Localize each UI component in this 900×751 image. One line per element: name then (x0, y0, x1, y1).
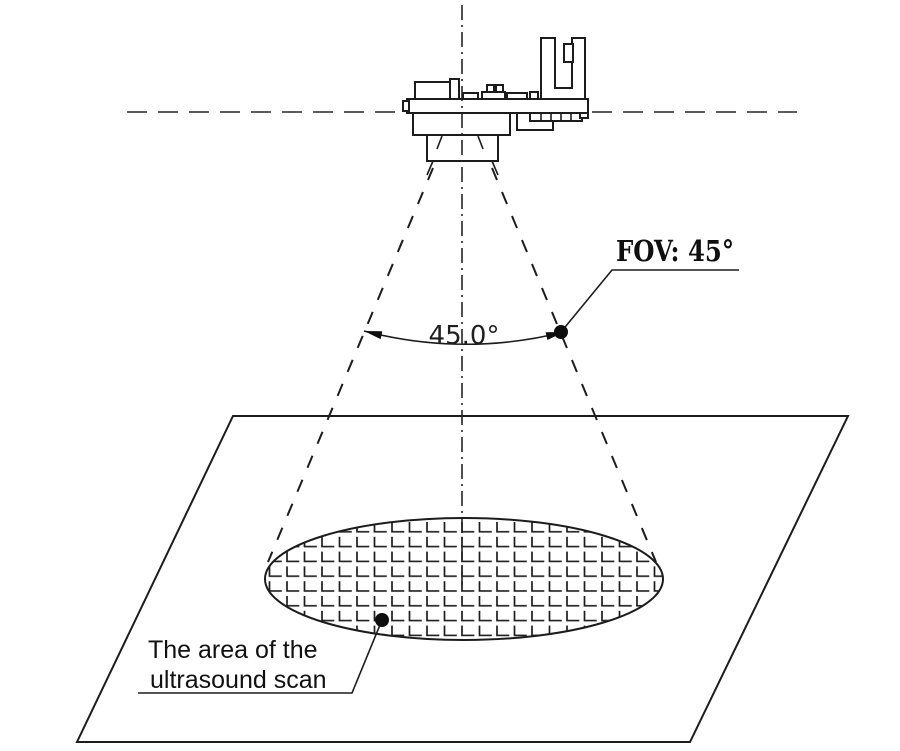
fov-cone-right-edge (491, 167, 657, 563)
scan-area-label-line1: The area of the (148, 636, 318, 664)
transducer-tick-left (436, 135, 443, 150)
scan-ellipse (264, 517, 664, 641)
bracket-strip (529, 112, 583, 122)
component-3 (462, 92, 479, 100)
component-4-pin-left (486, 84, 495, 93)
transducer-leg-right (491, 160, 499, 176)
component-1 (414, 81, 452, 100)
angle-dimension: 45.0° (363, 321, 565, 351)
angle-arrow-left (364, 331, 383, 340)
angle-arc (363, 330, 565, 346)
component-2 (449, 78, 460, 100)
fov-leader-dot (554, 325, 568, 339)
ground-surface (75, 415, 850, 743)
transducer-leg-left (426, 160, 434, 176)
fov-cone-left-edge (267, 167, 434, 563)
angle-value-label: 45.0° (429, 321, 500, 351)
connector-pin (563, 43, 574, 63)
scan-area-callout: The area of the ultrasound scan (138, 613, 389, 694)
scan-leader-line (138, 619, 383, 694)
transducer-tick-right (477, 135, 484, 150)
fov-leader-line (560, 269, 739, 333)
component-4 (481, 91, 506, 100)
board-left-tab (402, 100, 410, 112)
scan-area-label-line2: ultrasound scan (150, 666, 327, 694)
pcb-board (406, 98, 589, 114)
scan-leader-dot (375, 613, 389, 627)
component-4-pin-right (495, 84, 504, 93)
scan-area (264, 517, 664, 641)
fov-label: FOV: 45° (616, 234, 734, 268)
sensor-device (402, 37, 589, 176)
component-6 (529, 91, 539, 100)
fov-callout: FOV: 45° (554, 234, 739, 339)
component-5 (506, 92, 528, 100)
